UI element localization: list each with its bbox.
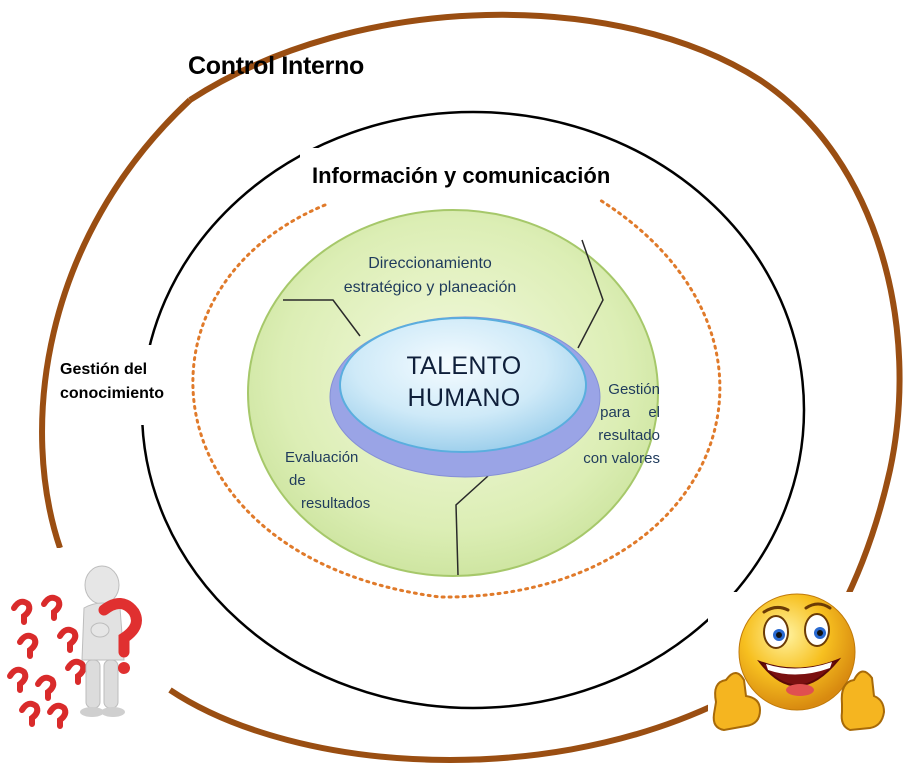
segment-right-line4: con valores xyxy=(583,450,660,467)
side-label-line1: Gestión del xyxy=(60,361,148,378)
side-label: Gestión del conocimiento xyxy=(60,358,180,406)
core-ellipse xyxy=(339,317,587,453)
segment-right-line2: para el xyxy=(600,404,660,421)
outer-ring-arc-main xyxy=(168,11,903,764)
segment-right-line3: resultado xyxy=(598,427,660,444)
middle-ring-title: Información y comunicación xyxy=(312,163,611,188)
outer-ring-title: Control Interno xyxy=(188,52,365,80)
segment-left-line2: de xyxy=(289,472,306,489)
core-label-line1: TALENTO xyxy=(406,352,522,380)
core-label-line2: HUMANO xyxy=(407,384,521,412)
ring-label-gap xyxy=(110,345,190,425)
divider-top-right xyxy=(577,239,604,349)
core-label: TALENTO HUMANO xyxy=(350,350,578,414)
outer-ring-arc-top xyxy=(39,97,193,549)
segment-left-label: Evaluación de resultados xyxy=(285,446,385,515)
segment-top-line1: Direccionamiento xyxy=(368,255,492,272)
thumbs-up-smiley-illustration xyxy=(708,592,906,768)
dotted-ring xyxy=(191,198,722,599)
segment-top-label: Direccionamiento estratégico y planeació… xyxy=(300,252,560,300)
ring-title-gap xyxy=(300,148,620,198)
segment-top-line2: estratégico y planeación xyxy=(343,279,517,296)
segment-right-line1: Gestión xyxy=(608,381,660,398)
divider-top-left xyxy=(283,299,361,337)
divider-bottom xyxy=(455,475,489,576)
segment-left-line3: resultados xyxy=(301,495,371,512)
segment-right-label: Gestión para el resultado con valores xyxy=(570,378,660,470)
segment-left-line1: Evaluación xyxy=(285,449,359,466)
question-figure-illustration xyxy=(0,548,155,729)
side-label-line2: conocimiento xyxy=(60,385,165,402)
